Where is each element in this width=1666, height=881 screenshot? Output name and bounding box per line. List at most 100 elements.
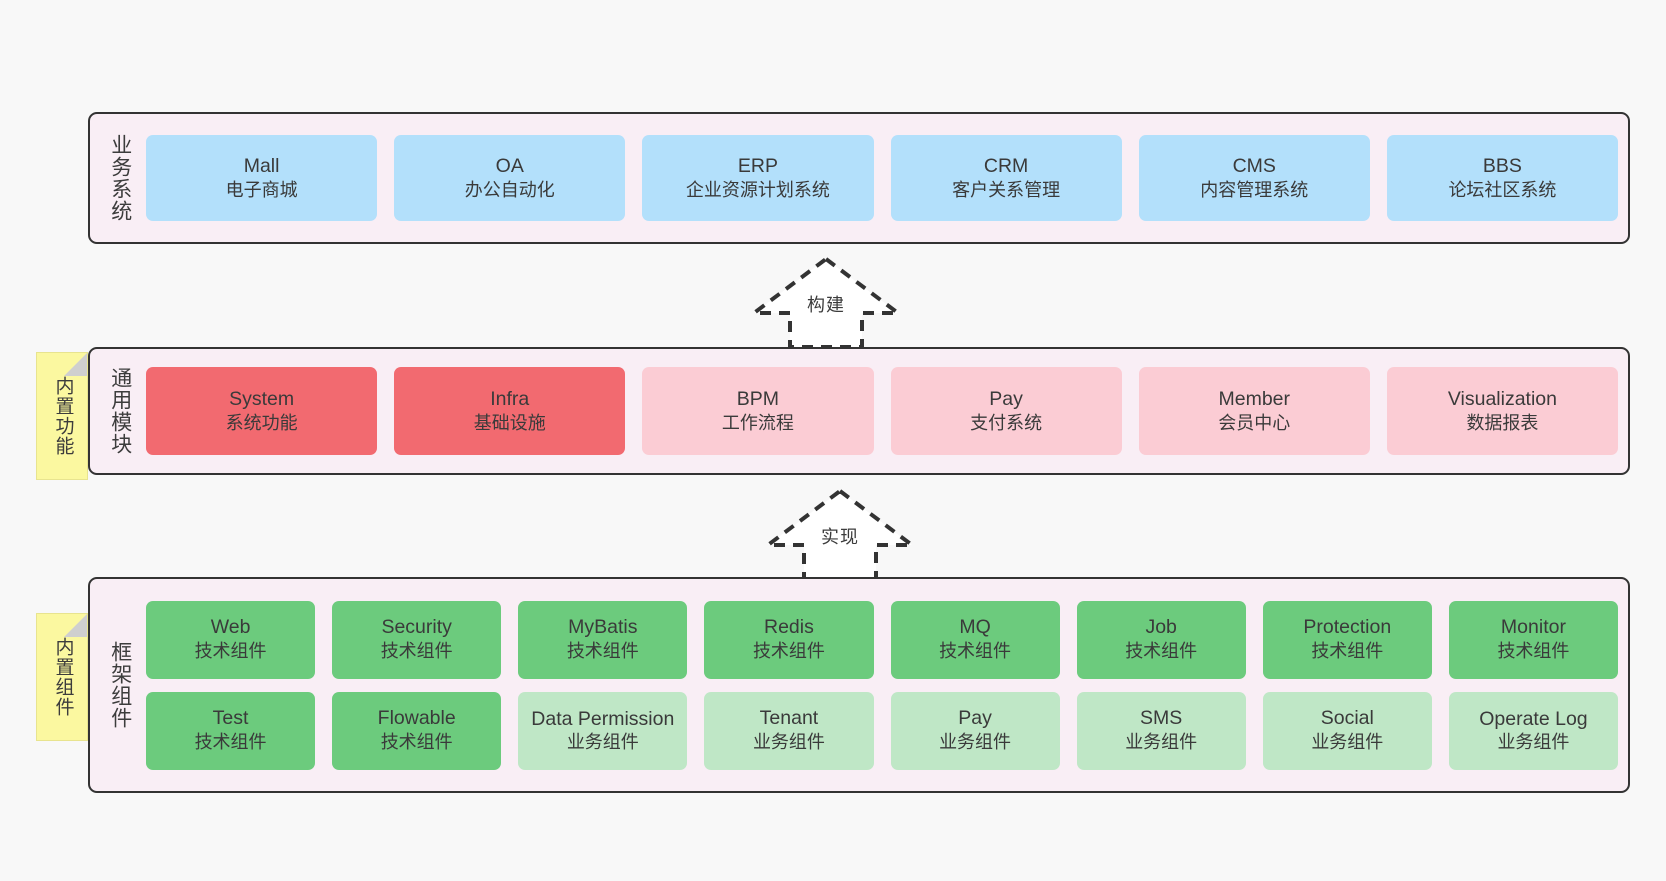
card-title-cn: 技术组件: [752, 641, 825, 662]
card-title-en: Visualization: [1447, 387, 1558, 410]
card-title-en: MyBatis: [568, 616, 638, 639]
card-title-cn: 技术组件: [194, 641, 267, 662]
card-title-en: Pay: [989, 387, 1023, 410]
card-title-cn: 办公自动化: [464, 179, 555, 200]
card-title-cn: 业务组件: [566, 731, 639, 752]
implement-arrow: 实现: [760, 485, 920, 583]
implement-arrow-label: 实现: [821, 527, 859, 547]
card-title-en: BBS: [1482, 154, 1522, 177]
card-title-en: Web: [210, 616, 251, 639]
card-title-cn: 支付系统: [970, 412, 1043, 433]
build-arrow-label: 构建: [807, 295, 845, 315]
builtin-component-note: 内置组件: [36, 613, 88, 741]
card-title-cn: 业务组件: [1125, 732, 1198, 753]
card-title-en: Test: [212, 707, 249, 730]
card-title-en: Mall: [243, 154, 280, 177]
card-title-cn: 技术组件: [566, 641, 639, 662]
card-title-en: ERP: [737, 154, 778, 177]
card-title-en: SMS: [1140, 707, 1183, 730]
business-system-layer-title: 业务系统: [108, 134, 132, 222]
builtin-component-note-label: 内置组件: [52, 637, 74, 717]
card-title-cn: 企业资源计划系统: [685, 179, 830, 200]
card-title-cn: 技术组件: [380, 732, 453, 753]
card-title-en: Job: [1145, 616, 1177, 639]
card-title-en: OA: [495, 154, 524, 177]
card-title-en: Social: [1320, 707, 1374, 730]
card-title-en: Member: [1218, 387, 1291, 410]
card-title-en: Security: [381, 616, 452, 639]
card-title-en: Monitor: [1500, 616, 1566, 639]
card-title-cn: 论坛社区系统: [1448, 179, 1557, 200]
card-title-cn: 技术组件: [1125, 641, 1198, 662]
card-title-cn: 系统功能: [225, 412, 298, 433]
card-title-en: Flowable: [377, 707, 456, 730]
card-title-en: BPM: [736, 387, 780, 410]
card-title-en: Pay: [958, 707, 992, 730]
card-title-cn: 数据报表: [1466, 412, 1539, 433]
card-title-cn: 业务组件: [1311, 732, 1384, 753]
card-title-cn: 电子商城: [225, 179, 298, 200]
card-title-en: MQ: [959, 616, 991, 639]
card-title-en: Protection: [1303, 616, 1392, 639]
build-arrow: 构建: [746, 253, 906, 351]
card-title-en: System: [229, 387, 295, 410]
builtin-feature-note: 内置功能: [36, 352, 88, 480]
card-title-en: Data Permission: [531, 707, 675, 730]
card-title-en: Operate Log: [1479, 707, 1588, 730]
card-title-en: Infra: [490, 387, 530, 410]
card-title-en: Redis: [764, 616, 814, 639]
card-title-cn: 内容管理系统: [1200, 179, 1309, 200]
framework-component-layer-title: 框架组件: [108, 641, 132, 729]
card-title-cn: 业务组件: [939, 732, 1012, 753]
card-title-cn: 基础设施: [473, 412, 546, 433]
card-title-cn: 技术组件: [194, 732, 267, 753]
card-title-en: CMS: [1232, 154, 1276, 177]
card-title-cn: 会员中心: [1218, 412, 1291, 433]
card-title-cn: 业务组件: [1497, 731, 1570, 752]
card-title-cn: 技术组件: [1497, 641, 1570, 662]
card-title-cn: 工作流程: [721, 412, 794, 433]
card-title-cn: 客户关系管理: [952, 179, 1061, 200]
card-title-cn: 业务组件: [752, 732, 825, 753]
common-module-layer-title: 通用模块: [108, 367, 132, 455]
card-title-cn: 技术组件: [1311, 641, 1384, 662]
card-title-cn: 技术组件: [939, 641, 1012, 662]
card-title-en: Tenant: [759, 707, 819, 730]
